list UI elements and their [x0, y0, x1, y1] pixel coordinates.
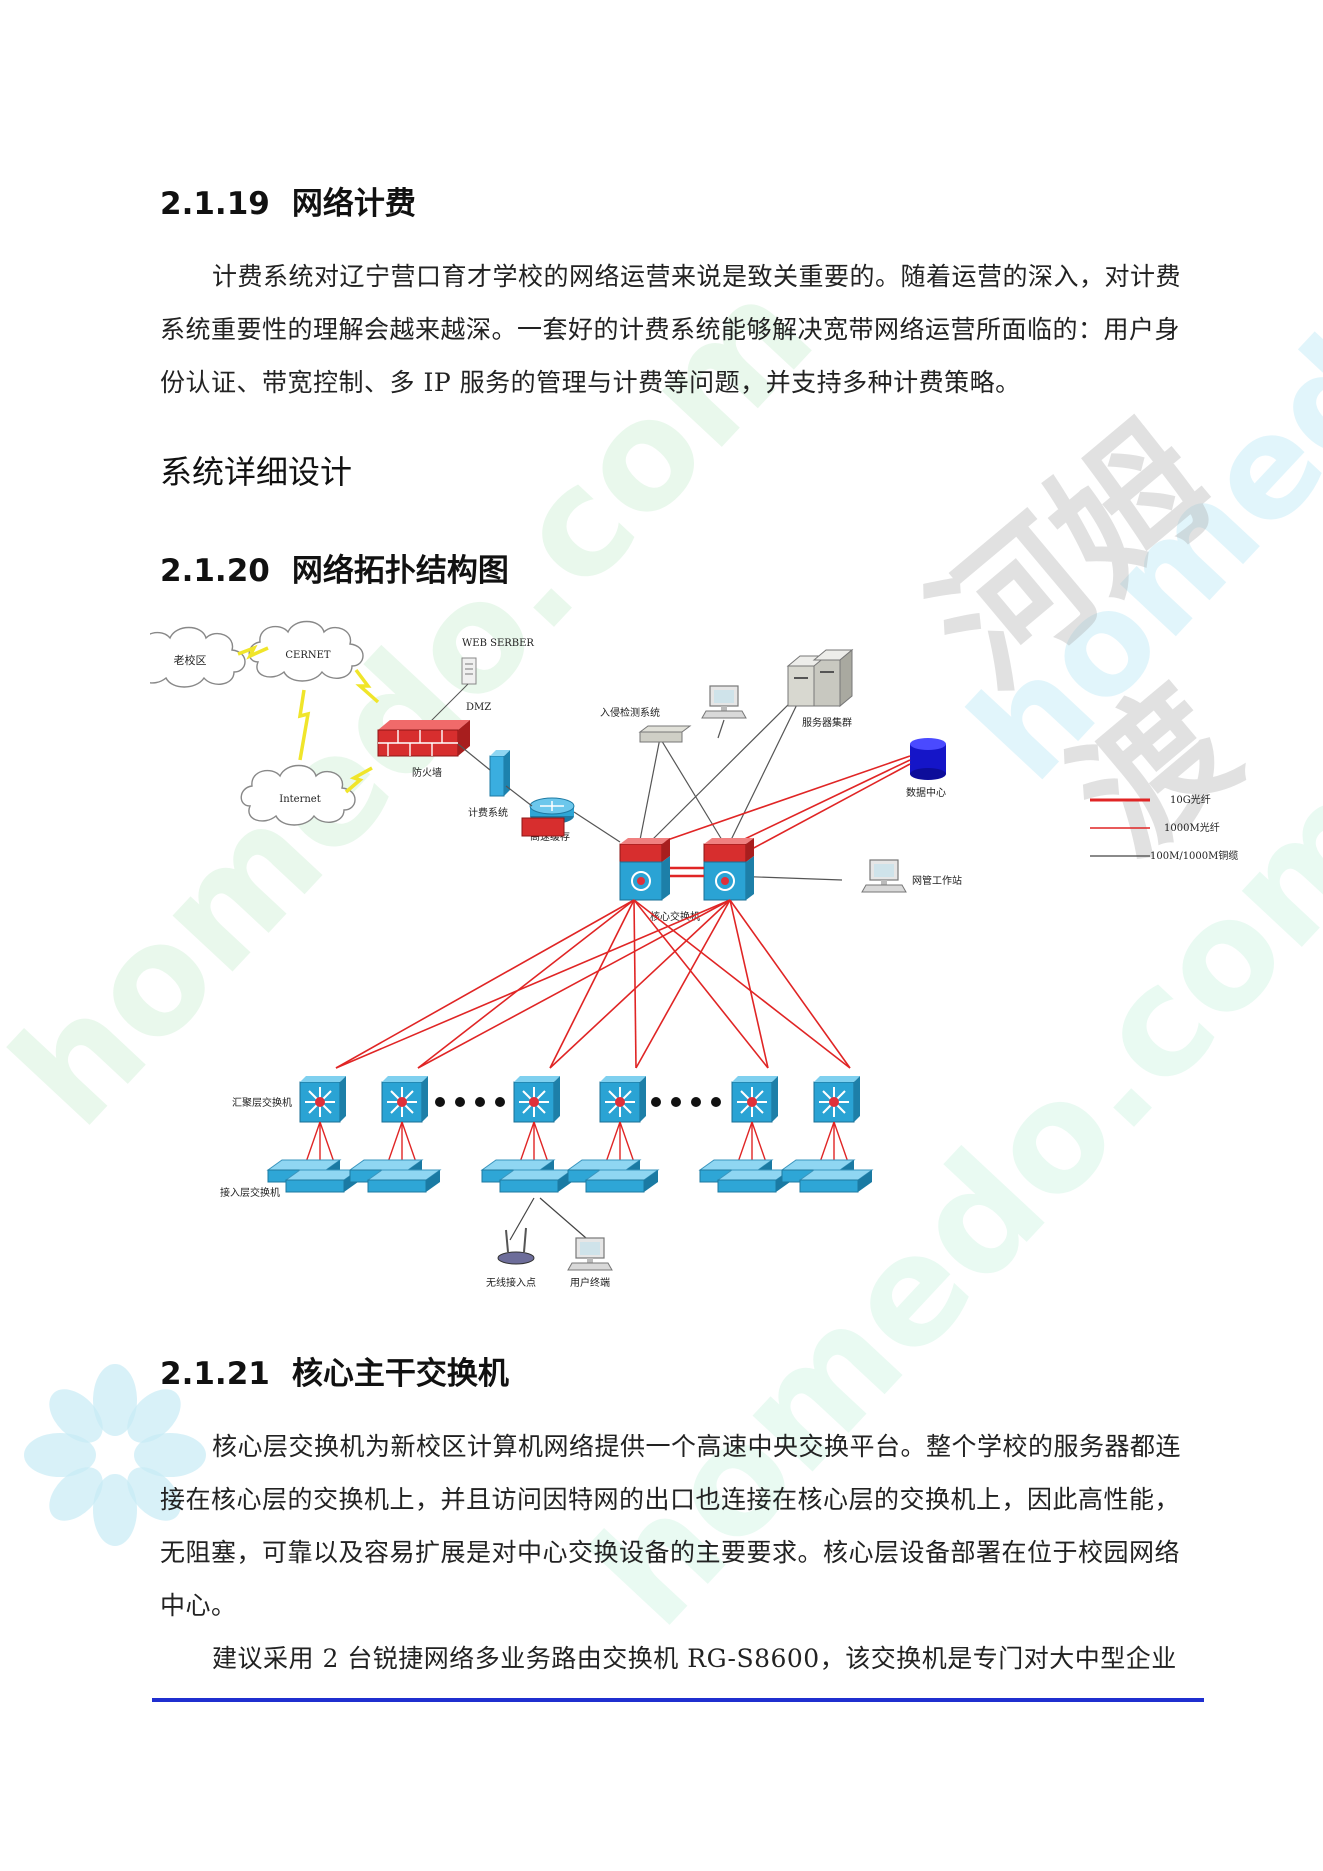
section-title: 核心主干交换机: [291, 1356, 509, 1392]
label-server-cluster: 服务器集群: [802, 716, 852, 729]
core-upper-fiber-links: [649, 755, 911, 851]
label-aggregation: 汇聚层交换机: [232, 1096, 292, 1109]
core-switches: [619, 838, 754, 901]
data-center-icon: [910, 738, 946, 780]
label-nms: 网管工作站: [912, 874, 962, 887]
aggregation-switches: [299, 1075, 861, 1123]
legend-label-10g: 10G光纤: [1170, 793, 1211, 806]
label-core-switch: 核心交换机: [650, 910, 700, 923]
diagram-legend: 10G光纤 1000M光纤 100M/1000M铜缆: [1090, 793, 1238, 862]
section-heading-2-1-19: 2.1.19 网络计费: [160, 178, 416, 223]
billing-paragraph: 计费系统对辽宁营口育才学校的网络运营来说是致关重要的。随着运营的深入，对计费系统…: [160, 262, 1182, 397]
section-number: 2.1.21: [160, 1356, 270, 1392]
label-dmz: DMZ: [466, 702, 491, 713]
label-web-server: WEB SERBER: [462, 638, 534, 649]
label-internet: Internet: [279, 794, 320, 805]
label-cernet: CERNET: [285, 650, 331, 661]
footer-rule: [152, 1698, 1204, 1702]
label-data-center: 数据中心: [906, 786, 946, 799]
access-switches: [267, 1159, 873, 1193]
section-title: 网络拓扑结构图: [291, 553, 509, 589]
wan-links: [237, 644, 380, 794]
label-old-campus: 老校区: [174, 653, 207, 667]
label-firewall: 防火墙: [412, 766, 442, 779]
label-billing: 计费系统: [468, 806, 508, 819]
section-number: 2.1.20: [160, 553, 270, 589]
label-wireless-ap: 无线接入点: [486, 1276, 536, 1289]
core-switch-paragraph-2: 建议采用 2 台锐捷网络多业务路由交换机 RG-S8600，该交换机是专门对大中…: [212, 1644, 1177, 1673]
nms-workstation-icon: [861, 859, 907, 893]
user-terminal-icon: [567, 1237, 613, 1271]
legend-label-copper: 100M/1000M铜缆: [1150, 849, 1238, 862]
section-title: 网络计费: [291, 186, 416, 222]
system-design-heading: 系统详细设计: [160, 453, 353, 491]
section-number: 2.1.19: [160, 186, 270, 222]
watermark-flower-icon: [24, 1364, 206, 1546]
core-switch-left: [521, 817, 565, 837]
ids-icon: [638, 685, 747, 743]
section-heading-2-1-20: 2.1.20 网络拓扑结构图: [160, 545, 509, 590]
web-server-icon: [461, 657, 477, 685]
label-user-terminal: 用户终端: [570, 1276, 610, 1289]
legend-label-1000m: 1000M光纤: [1164, 821, 1220, 834]
label-access: 接入层交换机: [220, 1186, 280, 1199]
label-ids: 入侵检测系统: [600, 706, 660, 719]
copper-links: [457, 687, 843, 881]
network-topology-diagram: 老校区 CERNET Internet WEB SERBER DMZ: [150, 620, 1238, 1289]
billing-system-icon: [489, 750, 510, 797]
section-heading-2-1-21: 2.1.21 核心主干交换机: [160, 1348, 509, 1393]
ellipsis-dots: [435, 1097, 721, 1107]
core-aggregation-fiber-links: [335, 899, 851, 1069]
server-cluster-icon: [786, 648, 854, 708]
terminal-links: [509, 1197, 587, 1241]
core-switch-paragraph-1: 核心层交换机为新校区计算机网络提供一个高速中央交换平台。整个学校的服务器都连接在…: [160, 1432, 1182, 1620]
wireless-ap-icon: [497, 1227, 535, 1265]
firewall-icon: [377, 720, 470, 757]
